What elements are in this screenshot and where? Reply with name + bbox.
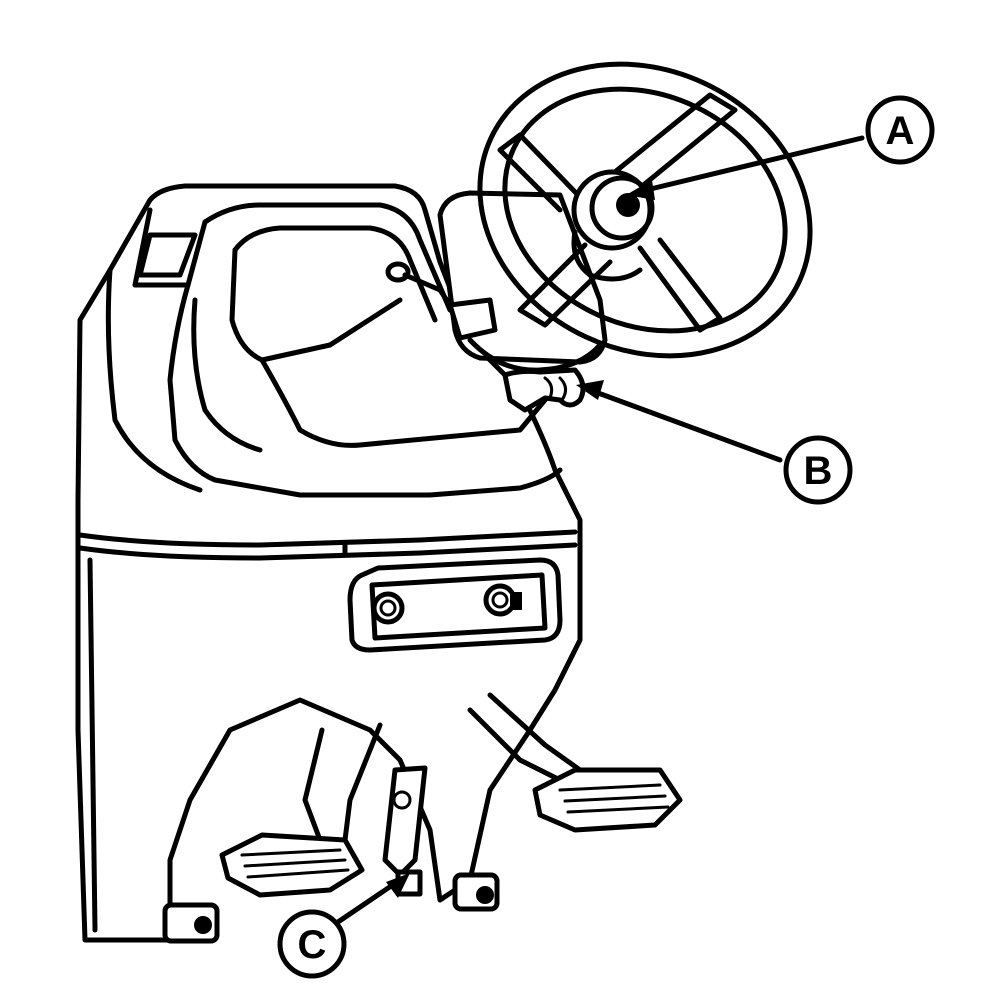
- steering-wheel: [477, 61, 813, 359]
- console-housing: [75, 183, 583, 943]
- park-brake-lever: [382, 765, 428, 897]
- callout-c: C: [277, 873, 410, 979]
- left-brake-pedal: [219, 722, 383, 898]
- callout-label-c: C: [298, 923, 327, 967]
- callout-label-a: A: [886, 109, 915, 153]
- indicator-panel: [347, 557, 563, 653]
- callout-label-b: B: [804, 449, 833, 493]
- throttle-lever: [385, 261, 498, 341]
- tilt-lever: [502, 367, 586, 413]
- right-brake-pedal: [467, 692, 683, 833]
- callout-a: A: [626, 95, 935, 200]
- mount-bolts: [162, 872, 500, 944]
- callout-b: B: [576, 380, 853, 505]
